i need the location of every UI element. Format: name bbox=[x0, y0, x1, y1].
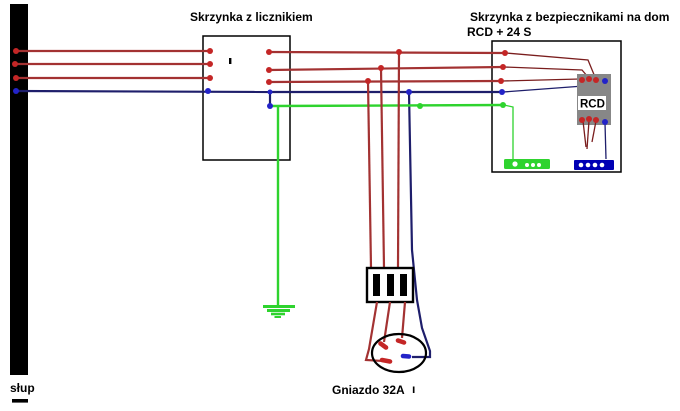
rcd-bottom-l3 bbox=[593, 117, 599, 123]
pole-bar bbox=[10, 4, 28, 375]
meter-in-l2 bbox=[207, 61, 213, 67]
socket-pin-phase-1 bbox=[378, 341, 389, 350]
rcd-bottom-l2 bbox=[586, 116, 592, 122]
pen-split-bottom bbox=[267, 103, 273, 109]
socket-outline bbox=[370, 332, 428, 374]
thin-l1-to-rcd bbox=[505, 52, 596, 78]
n-strip-dot bbox=[578, 162, 584, 168]
n-strip-dot bbox=[592, 162, 598, 168]
junction-n-drop bbox=[406, 89, 412, 95]
fusebox-in-pe bbox=[500, 102, 506, 108]
rcd-top-l3 bbox=[593, 77, 599, 83]
meter-out-l2 bbox=[266, 67, 272, 73]
fuse-box-title-line1: Skrzynka z bezpiecznikami na dom bbox=[470, 10, 669, 24]
wire-l1-meter-to-fusebox bbox=[268, 50, 506, 55]
meter-box bbox=[202, 35, 291, 161]
socket-32a bbox=[370, 332, 428, 374]
meter-in-n bbox=[205, 88, 211, 94]
rcd-top-n bbox=[602, 78, 608, 84]
pole-terminal-n bbox=[13, 88, 19, 94]
meter-box-tick bbox=[229, 58, 232, 64]
wire-pe-meter-to-fusebox bbox=[270, 103, 505, 108]
wire-n-drop-to-socket bbox=[407, 91, 432, 359]
thin-rcd-out-2 bbox=[586, 120, 590, 150]
n-strip-dot bbox=[585, 162, 591, 168]
rcd-bottom-l1 bbox=[579, 117, 585, 123]
thin-rcd-out-3 bbox=[591, 120, 597, 143]
fusebox-in-n bbox=[499, 89, 505, 95]
meter-out-l3 bbox=[266, 79, 272, 85]
phase-wires-pole-to-meter bbox=[14, 49, 210, 80]
pen-split-top bbox=[267, 89, 273, 95]
pole-terminal-l3 bbox=[13, 75, 19, 81]
junction-l3-drop bbox=[365, 78, 371, 84]
pe-strip-hole bbox=[512, 161, 518, 167]
junction-pe bbox=[417, 103, 423, 109]
rcd-top-l2 bbox=[586, 76, 592, 82]
pole-terminal-l1 bbox=[13, 48, 19, 54]
meter-in-l1 bbox=[207, 48, 213, 54]
thin-pe-to-terminal bbox=[503, 104, 514, 159]
thin-rcd-out-1 bbox=[582, 120, 587, 148]
socket-pin-neutral bbox=[400, 353, 412, 359]
earth-ground-icon bbox=[263, 305, 295, 318]
fuse-switch-block bbox=[365, 266, 415, 304]
fusebox-in-l1 bbox=[502, 50, 508, 56]
rcd-label-chip bbox=[578, 96, 606, 110]
pe-strip-dot bbox=[531, 163, 535, 167]
wire-l3-drop bbox=[366, 80, 373, 269]
pole-terminal-l2 bbox=[12, 61, 18, 67]
wire-l2-meter-to-fusebox bbox=[268, 65, 504, 72]
rcd-label: RCD bbox=[580, 99, 605, 111]
junction-l2-drop bbox=[378, 65, 384, 71]
rcd-bottom-n bbox=[602, 119, 608, 125]
meter-in-l3 bbox=[207, 75, 213, 81]
n-strip-dot bbox=[599, 162, 605, 168]
phase-wires-meter-to-fusebox bbox=[268, 50, 506, 84]
rcd-top-l1 bbox=[579, 77, 585, 83]
pe-wires bbox=[270, 103, 505, 305]
pole-base-dash bbox=[12, 399, 28, 403]
wire-n-pole-to-meter bbox=[13, 89, 271, 94]
pole-label: słup bbox=[10, 381, 35, 395]
fuse-bar-3 bbox=[400, 274, 407, 296]
wire-l1-to-socket bbox=[400, 301, 407, 339]
pe-strip-dot bbox=[525, 163, 529, 167]
wire-l2-drop bbox=[379, 67, 386, 269]
utility-pole bbox=[10, 4, 28, 403]
fuse-bar-2 bbox=[387, 274, 394, 296]
fusebox-in-l3 bbox=[498, 78, 504, 84]
wire-l3-to-socket bbox=[364, 301, 384, 363]
wire-l2-to-socket bbox=[382, 301, 392, 343]
connection-dots bbox=[12, 48, 608, 125]
phase-drops bbox=[366, 51, 401, 269]
wire-l1-drop bbox=[396, 51, 401, 269]
socket-label: Gniazdo 32A bbox=[332, 383, 405, 397]
thin-rcd-neutral-out bbox=[604, 122, 607, 160]
socket-label-tick: ı bbox=[412, 382, 415, 396]
socket-pin-phase-3 bbox=[379, 357, 393, 364]
fuse-box-title-line2: RCD + 24 S bbox=[467, 25, 531, 39]
meter-box-title: Skrzynka z licznikiem bbox=[190, 10, 313, 24]
fuse-bar-1 bbox=[373, 274, 380, 296]
fusebox-in-l2 bbox=[500, 64, 506, 70]
thin-l3-to-rcd bbox=[501, 78, 581, 82]
wire-l3-meter-to-fusebox bbox=[268, 79, 502, 84]
meter-out-l1 bbox=[266, 49, 272, 55]
pe-strip-dot bbox=[537, 163, 541, 167]
socket-pin-phase-2 bbox=[395, 338, 407, 345]
junction-l1-drop bbox=[396, 49, 402, 55]
